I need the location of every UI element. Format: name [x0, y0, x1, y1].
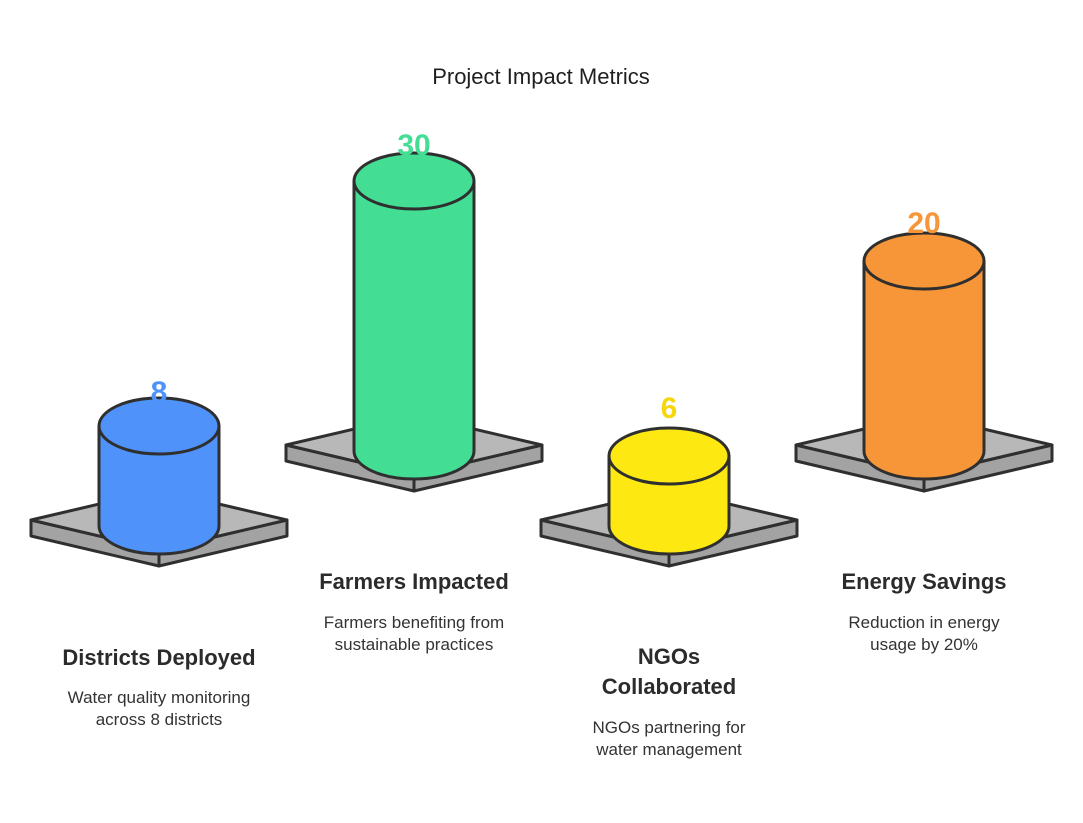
metric-description: sustainable practices	[335, 635, 494, 654]
cylinder-bar	[352, 151, 476, 481]
metric-label: Energy Savings	[841, 569, 1006, 594]
metric-label: Farmers Impacted	[319, 569, 509, 594]
metric-description: Farmers benefiting from	[324, 613, 504, 632]
cylinder-bar	[862, 231, 986, 481]
metric-description: across 8 districts	[96, 710, 223, 729]
metric-value: 20	[907, 207, 940, 240]
cylinder-body	[862, 259, 986, 481]
metric-label: Districts Deployed	[62, 645, 255, 670]
metric-value: 8	[151, 376, 168, 409]
cylinder-body	[352, 179, 476, 481]
cylinder-top	[862, 231, 986, 291]
metric-value: 30	[397, 129, 430, 162]
cylinder-body	[97, 424, 221, 556]
cylinder-top	[607, 426, 731, 486]
cylinder-bar	[607, 426, 731, 556]
diagram-title: Project Impact Metrics	[432, 64, 650, 89]
metric-description: Water quality monitoring	[68, 688, 251, 707]
metric-label: Collaborated	[602, 674, 736, 699]
cylinder-bar	[97, 396, 221, 556]
metric-description: water management	[595, 740, 742, 759]
metric-description: NGOs partnering for	[592, 718, 745, 737]
metric-value: 6	[661, 392, 678, 425]
metric-description: usage by 20%	[870, 635, 978, 654]
metric-label: NGOs	[638, 644, 700, 669]
cylinder-top	[97, 396, 221, 456]
cylinder-top	[352, 151, 476, 211]
metric-description: Reduction in energy	[848, 613, 1000, 632]
